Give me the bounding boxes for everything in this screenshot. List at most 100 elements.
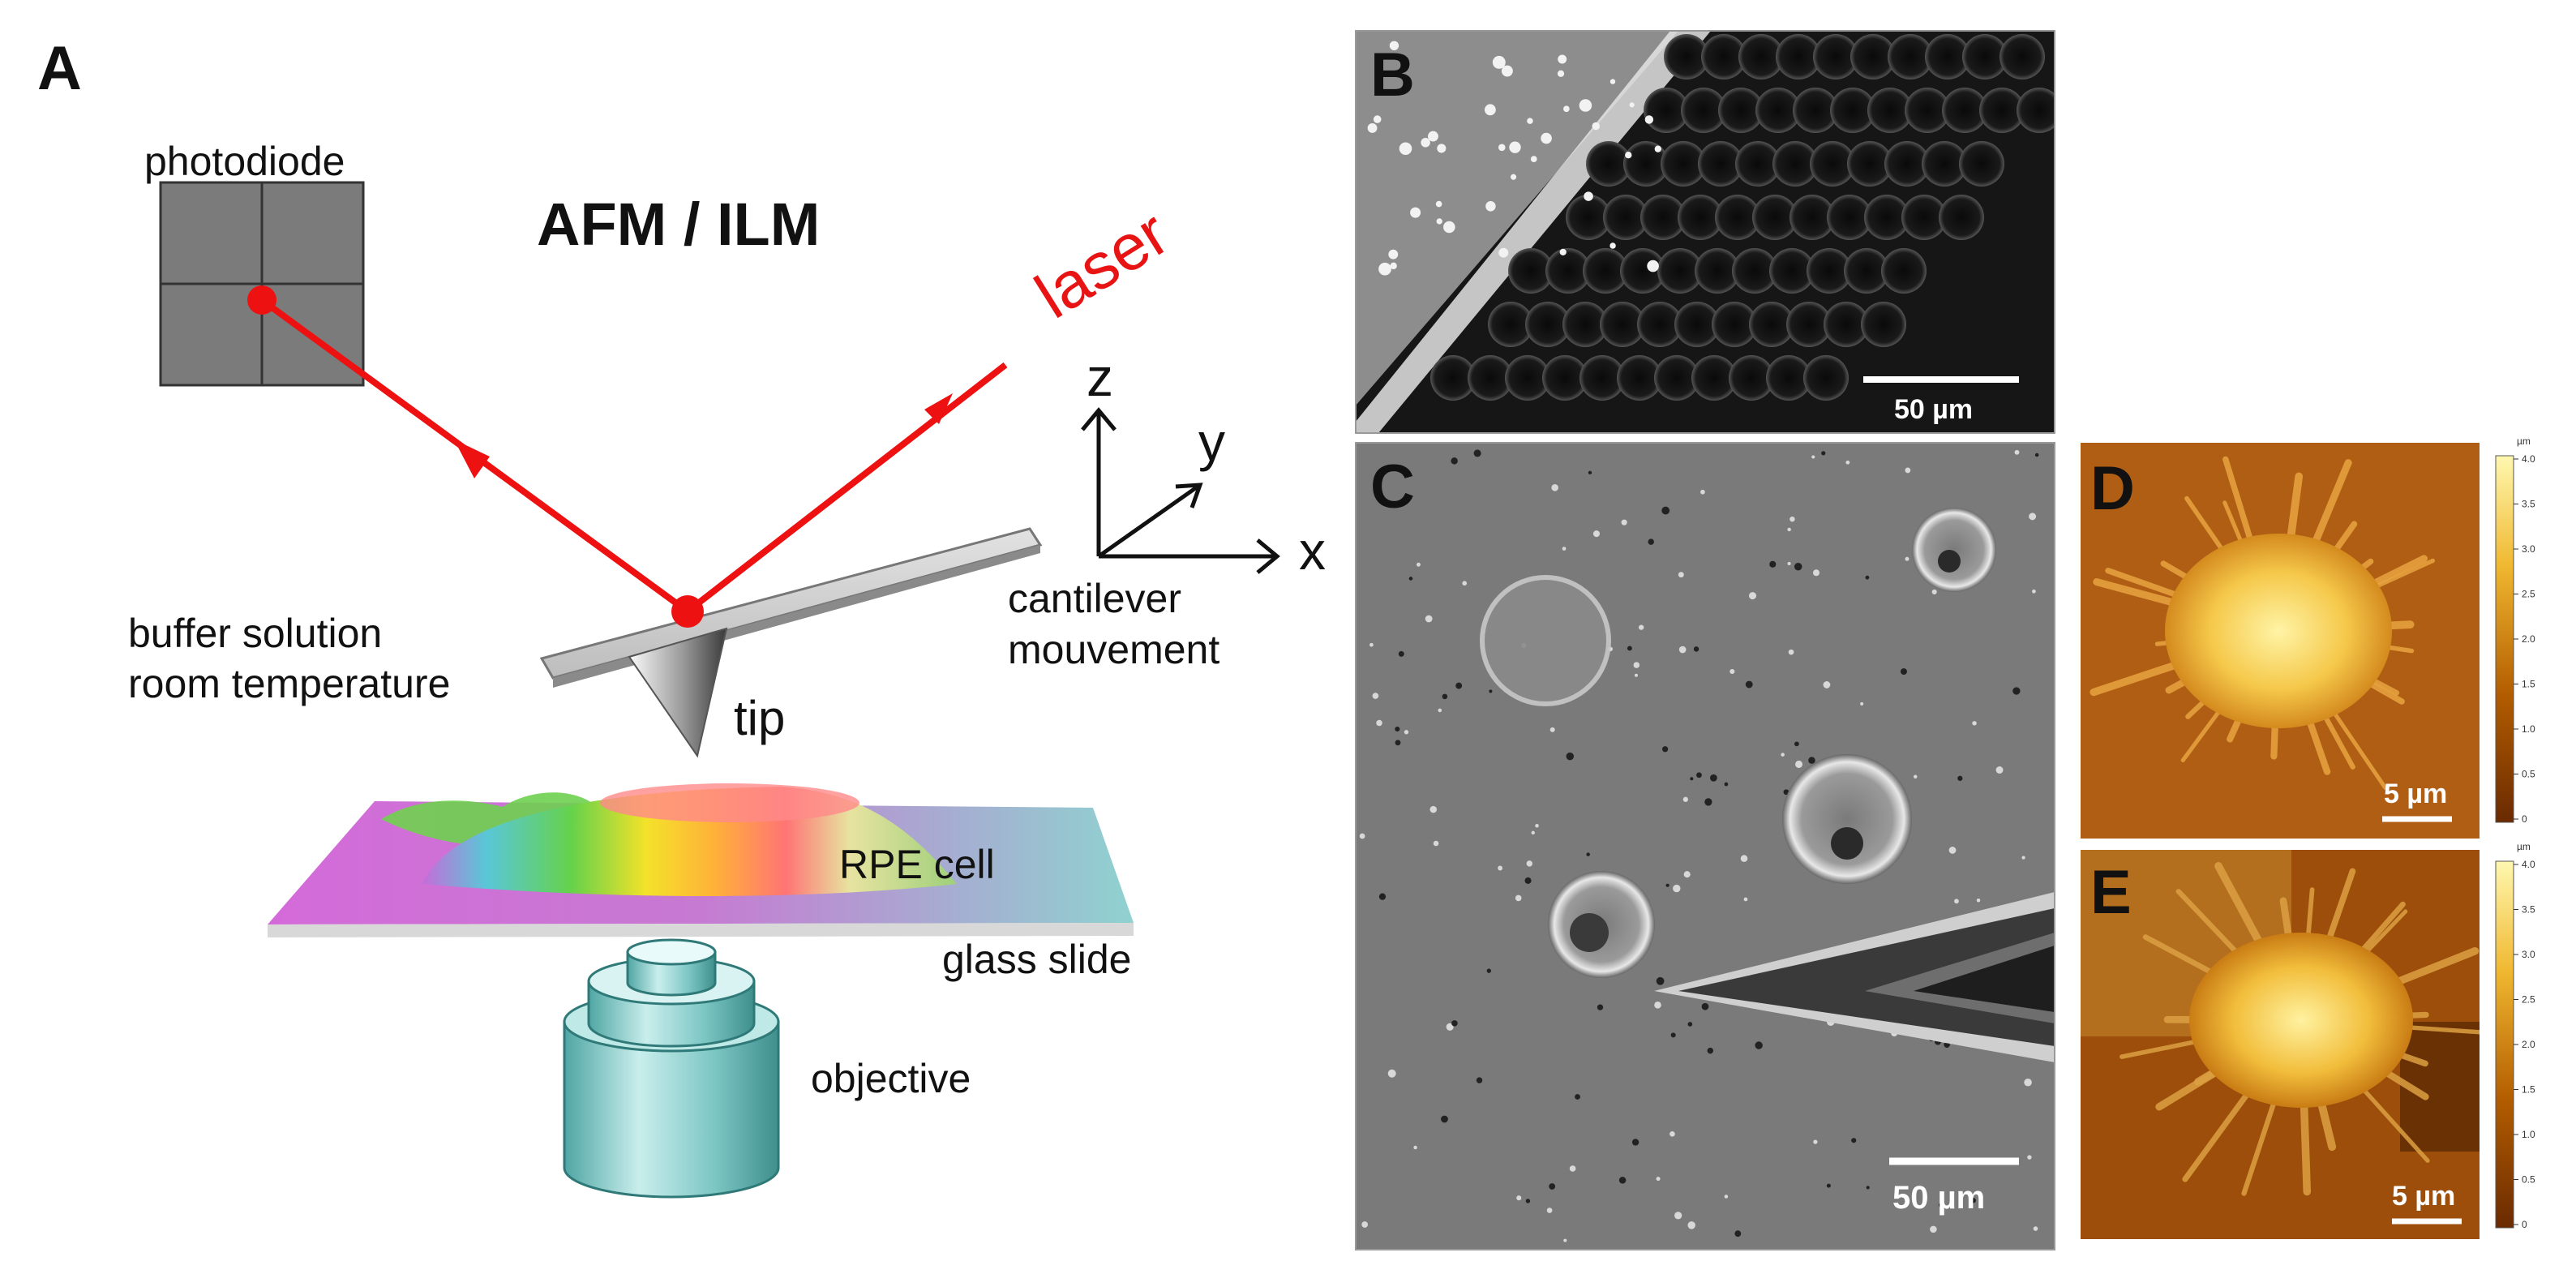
micrograph-c-particle — [1740, 855, 1748, 862]
micrograph-c-particle — [1743, 897, 1748, 902]
micrograph-c-particle — [1812, 569, 1820, 577]
micrograph-c-cell-round-left-nucleus — [1570, 913, 1609, 952]
micrograph-b-particle — [1373, 115, 1382, 123]
micrograph-b-debris — [1367, 41, 1661, 276]
micrograph-b-particle — [1629, 102, 1635, 108]
micrograph-c-particle — [1516, 1195, 1522, 1201]
panel-d-letter: D — [2090, 454, 2135, 523]
micrograph-c-particle — [1813, 1139, 1818, 1144]
micrograph-c-particle — [1661, 746, 1669, 753]
micrograph-c-particle — [1972, 721, 1977, 726]
micrograph-c-particle — [1433, 840, 1439, 847]
micrograph-b-particle — [1410, 207, 1421, 218]
panel-d: D 5 µm — [2081, 443, 2480, 839]
micrograph-c-cell-round-right-nucleus — [1831, 827, 1863, 860]
micrograph-c-particle — [1369, 642, 1374, 647]
micrograph-c-particle — [1417, 562, 1421, 567]
micrograph-b-particle — [1647, 260, 1659, 272]
micrograph-c-particle — [1627, 646, 1632, 651]
micrograph-b-particle — [1510, 174, 1517, 180]
micrograph-c-particle — [1438, 708, 1442, 713]
micrograph-c-particle — [1638, 624, 1644, 630]
micrograph-c-particle — [1900, 668, 1907, 676]
cantilever — [539, 527, 1043, 758]
micrograph-c-particle — [1525, 1199, 1531, 1203]
micrograph-c-particle — [2033, 1226, 2038, 1231]
micrograph-b-particle — [1592, 122, 1600, 131]
micrograph-c-particle — [1359, 833, 1365, 839]
micrograph-b-particle — [1436, 218, 1442, 225]
micrograph-b-particle — [1485, 201, 1496, 212]
micrograph-c-particle — [1769, 560, 1777, 568]
micrograph-c-particle — [1794, 741, 1799, 747]
micrograph-c-particle — [2034, 453, 2039, 457]
laser-spot-cantilever — [671, 595, 704, 628]
micrograph-c-particle — [1865, 575, 1870, 580]
micrograph-b-cell — [1830, 88, 1875, 133]
panel-c: C 50 µm — [1355, 442, 2055, 1250]
micrograph-c-particle — [1378, 893, 1387, 900]
objective-lower-barrel — [563, 1020, 780, 1199]
colorbar-tick-label: 3.5 — [2522, 499, 2535, 510]
micrograph-b-particle — [1388, 249, 1399, 260]
micrograph-c-particle — [1404, 730, 1409, 735]
colorbar-tick-label: 3.5 — [2522, 904, 2535, 916]
colorbar-tick-label: 3.0 — [2522, 949, 2535, 960]
micrograph-b-cell — [1562, 302, 1608, 347]
micrograph-c-particle — [1860, 701, 1864, 706]
micrograph-c-particle — [1588, 470, 1592, 475]
micrograph-b-particle — [1492, 55, 1506, 69]
panel-c-letter: C — [1370, 453, 1415, 521]
micrograph-b-cell — [1786, 302, 1832, 347]
colorbar-tick-label: 1.5 — [2522, 1084, 2535, 1096]
micrograph-c-particle — [2014, 449, 2020, 455]
micrograph-c-particle — [1531, 830, 1535, 835]
micrograph-c-particle — [1387, 1069, 1396, 1078]
micrograph-b-cell — [1566, 195, 1611, 240]
micrograph-c-particle — [1575, 1094, 1580, 1100]
micrograph-c-particle — [1970, 1198, 1976, 1203]
micrograph-c-particle — [1549, 727, 1555, 732]
micrograph-b-particle — [1654, 145, 1661, 152]
micrograph-b-particle — [1541, 132, 1552, 144]
micrograph-b-particle — [1428, 131, 1438, 142]
micrograph-b-cell — [1979, 88, 2025, 133]
scale-bar-b-label: 50 µm — [1894, 394, 1973, 425]
micrograph-c-particle — [1845, 460, 1850, 465]
scale-bar-c-label: 50 µm — [1892, 1180, 1985, 1216]
afm-image-e-cell — [2189, 933, 2413, 1108]
micrograph-c-particle — [1866, 1186, 1870, 1190]
micrograph-c-particle — [1592, 530, 1601, 538]
micrograph-c-particle — [1621, 519, 1627, 525]
micrograph-c-particle — [1954, 899, 1959, 904]
panel-a-letter: A — [37, 34, 82, 103]
micrograph-c-particle — [1930, 1225, 1937, 1233]
colorbar-e-ticks: 4.03.53.02.52.01.51.00.50 — [2514, 859, 2535, 1230]
micrograph-c-particle — [1476, 1077, 1483, 1083]
micrograph-c-particle — [1563, 1238, 1567, 1242]
micrograph-c-particle — [1976, 898, 1981, 903]
micrograph-c-particle — [1562, 547, 1567, 551]
micrograph-b-cell — [1847, 141, 1892, 187]
colorbar-d-ticks: 4.03.53.02.52.01.51.00.50 — [2514, 453, 2535, 825]
colorbar-tick-label: 3.0 — [2522, 543, 2535, 555]
micrograph-c-particle — [1551, 484, 1558, 491]
micrograph-b-cell — [1925, 34, 1970, 79]
micrograph-c-particle — [1704, 798, 1712, 806]
micrograph-b-particle — [1509, 141, 1521, 153]
micrograph-b-particle — [1421, 138, 1430, 148]
micrograph-c — [1356, 443, 2055, 1250]
micrograph-c-particle — [1678, 646, 1687, 654]
micrograph-c-particle — [1549, 1183, 1556, 1190]
micrograph-c-particle — [1787, 527, 1791, 532]
colorbar-tick-label: 0.5 — [2522, 1174, 2535, 1186]
micrograph-b-cell — [1922, 141, 1967, 187]
micrograph-b-particle — [1399, 142, 1412, 156]
micrograph-b-cell — [1661, 141, 1706, 187]
micrograph-c-particle — [1811, 455, 1815, 459]
micrograph-b-particle — [1498, 144, 1506, 152]
xyz-axes — [1081, 407, 1280, 574]
colorbar-tick-label: 4.0 — [2522, 859, 2535, 870]
micrograph-b-cell — [1827, 195, 1872, 240]
micrograph-c-particle — [1826, 1183, 1831, 1188]
